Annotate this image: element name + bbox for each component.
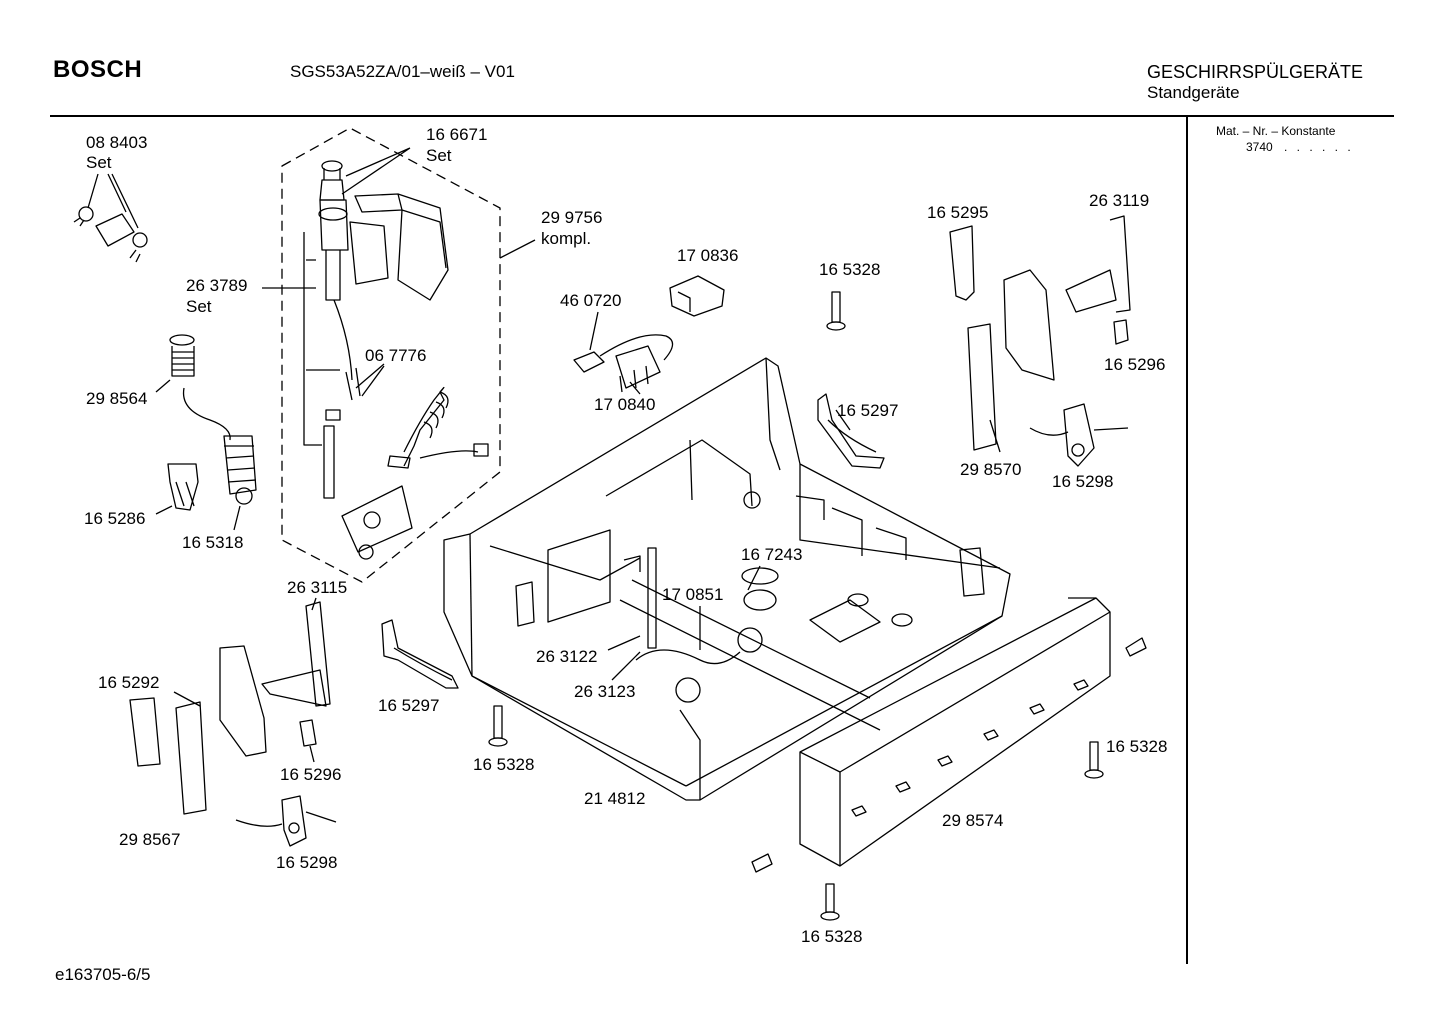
part-label: 16 5318 bbox=[182, 533, 243, 552]
part-label: 16 5296 bbox=[280, 765, 341, 784]
left-bracket-assembly-drawing bbox=[129, 601, 459, 847]
part-label: 16 5292 bbox=[98, 673, 159, 692]
category-title: GESCHIRRSPÜLGERÄTE bbox=[1147, 62, 1364, 82]
subcategory-title: Standgeräte bbox=[1147, 83, 1240, 102]
part-label: 17 0840 bbox=[594, 395, 655, 414]
part-label: 16 6671 bbox=[426, 125, 487, 144]
part-label: 26 3122 bbox=[536, 647, 597, 666]
part-label: 16 5295 bbox=[927, 203, 988, 222]
sensor-cable-drawing bbox=[573, 275, 725, 393]
hose-clamp-set-drawing bbox=[73, 173, 148, 263]
right-bracket-assembly-drawing bbox=[817, 215, 1131, 469]
part-label: 16 5297 bbox=[378, 696, 439, 715]
part-label: 29 8564 bbox=[86, 389, 147, 408]
mat-nr-dots: . . . . . . bbox=[1284, 140, 1354, 154]
part-label: 26 3119 bbox=[1089, 191, 1149, 210]
part-label: 17 0836 bbox=[677, 246, 738, 265]
adjustable-feet-drawing bbox=[488, 291, 1147, 921]
part-label: 16 5328 bbox=[801, 927, 862, 946]
part-label: 16 5328 bbox=[1106, 737, 1167, 756]
part-label: 29 8567 bbox=[119, 830, 180, 849]
part-label-sub: Set bbox=[186, 297, 212, 316]
leader-lines bbox=[155, 147, 1001, 763]
part-label: 46 0720 bbox=[560, 291, 621, 310]
base-tub-drawing bbox=[443, 357, 1011, 801]
part-label: 16 5297 bbox=[837, 401, 898, 420]
part-label: 17 0851 bbox=[662, 585, 723, 604]
part-label: 29 9756 bbox=[541, 208, 602, 227]
front-kick-panel-drawing bbox=[799, 597, 1111, 867]
part-label: 08 8403 bbox=[86, 133, 147, 152]
header-divider bbox=[50, 115, 1394, 117]
part-label: 16 7243 bbox=[741, 545, 802, 564]
drain-hose-parts-drawing bbox=[167, 334, 257, 511]
document-id: e163705-6/5 bbox=[55, 965, 151, 984]
aquastop-valve-assembly bbox=[303, 160, 489, 560]
part-labels: 08 8403 Set 16 6671 Set 29 9756 kompl. 2… bbox=[84, 125, 1167, 946]
model-number: SGS53A52ZA/01–weiß – V01 bbox=[290, 62, 515, 81]
part-label: 26 3789 bbox=[186, 276, 247, 295]
part-label: 29 8570 bbox=[960, 460, 1021, 479]
part-label-sub: Set bbox=[86, 153, 112, 172]
part-label: 21 4812 bbox=[584, 789, 645, 808]
part-label: 06 7776 bbox=[365, 346, 426, 365]
sidebar-divider bbox=[1186, 117, 1188, 964]
mat-nr-label: Mat. – Nr. – Konstante bbox=[1216, 124, 1336, 138]
part-label: 16 5298 bbox=[1052, 472, 1113, 491]
part-label-sub: Set bbox=[426, 146, 452, 165]
part-label: 16 5328 bbox=[473, 755, 534, 774]
part-label: 16 5296 bbox=[1104, 355, 1165, 374]
part-label: 29 8574 bbox=[942, 811, 1003, 830]
mat-nr-value: 3740 bbox=[1246, 140, 1273, 154]
part-label-sub: kompl. bbox=[541, 229, 591, 248]
part-label: 16 5286 bbox=[84, 509, 145, 528]
part-label: 16 5298 bbox=[276, 853, 337, 872]
part-label: 26 3123 bbox=[574, 682, 635, 701]
part-label: 26 3115 bbox=[287, 578, 347, 597]
brand-logo: BOSCH bbox=[53, 56, 143, 83]
part-label: 16 5328 bbox=[819, 260, 880, 279]
